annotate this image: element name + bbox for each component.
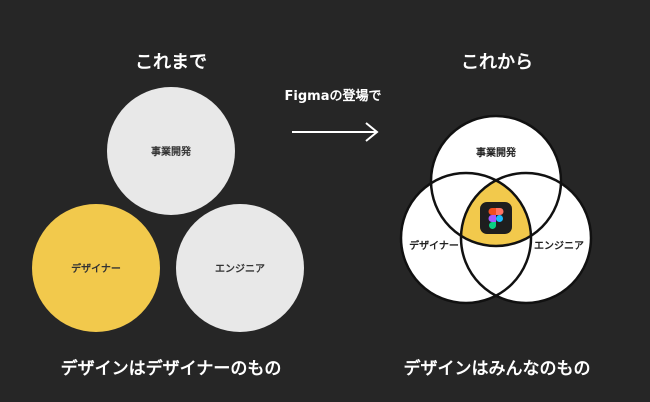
- before-engineer-label: エンジニア: [215, 263, 265, 275]
- after-title: これから: [461, 52, 533, 73]
- after-designer-outline: [399, 171, 533, 305]
- after-business-outline: [429, 114, 563, 248]
- before-designer-label: デザイナー: [71, 262, 121, 275]
- before-title: これまで: [135, 52, 207, 73]
- arrow-right-icon: [292, 122, 379, 142]
- after-designer-label: デザイナー: [409, 239, 459, 252]
- before-caption: デザインはデザイナーのもの: [60, 359, 282, 379]
- figma-logo-icon: [480, 202, 512, 234]
- before-business-label: 事業開発: [151, 145, 192, 158]
- before-business-circle: [107, 87, 235, 215]
- transition-label: Figmaの登場で: [284, 89, 382, 104]
- after-engineer-label: エンジニア: [534, 240, 584, 252]
- after-engineer-outline: [459, 171, 593, 305]
- before-designer-circle: [32, 204, 160, 332]
- before-engineer-circle: [176, 204, 304, 332]
- after-business-label: 事業開発: [476, 146, 517, 159]
- after-caption: デザインはみんなのもの: [403, 359, 591, 379]
